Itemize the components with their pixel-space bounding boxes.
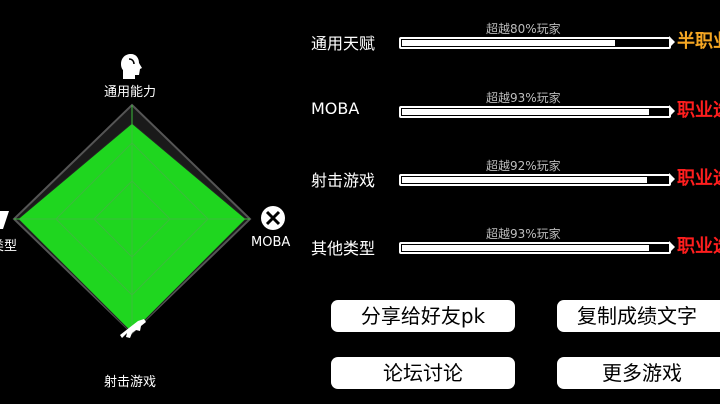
arrow-right-icon	[669, 173, 675, 185]
share-with-friends-button[interactable]: 分享给好友pk	[331, 300, 515, 332]
progress-bar	[399, 37, 671, 49]
progress-bar	[399, 106, 671, 118]
radar-label-left: 其他类型	[0, 239, 18, 254]
stat-level: 职业选	[677, 168, 720, 189]
radar-label-bottom: 射击游戏	[104, 375, 157, 390]
progress-fill	[402, 177, 647, 183]
stat-label: 其他类型	[311, 239, 376, 258]
stat-level: 半职业	[677, 31, 720, 52]
stat-row-moba: MOBA 超越93%玩家 职业选	[310, 89, 720, 129]
gun-icon	[120, 319, 146, 338]
other-games-icon	[0, 211, 9, 229]
stat-level: 职业选	[677, 236, 720, 257]
stat-label: MOBA	[311, 99, 360, 118]
stat-label: 射击游戏	[311, 171, 376, 190]
arrow-right-icon	[669, 36, 675, 48]
arrow-right-icon	[669, 105, 675, 117]
radar-chart	[12, 103, 252, 335]
progress-bar	[399, 174, 671, 186]
more-games-button[interactable]: 更多游戏	[557, 357, 720, 389]
stat-level: 职业选	[677, 100, 720, 121]
arrow-right-icon	[669, 241, 675, 253]
moba-icon	[261, 206, 285, 230]
progress-fill	[402, 245, 650, 251]
stat-percentile: 超越93%玩家	[486, 227, 561, 241]
stat-percentile: 超越92%玩家	[486, 159, 561, 173]
stat-percentile: 超越80%玩家	[486, 22, 561, 36]
radar-label-right: MOBA	[251, 235, 291, 250]
stat-row-shooter: 射击游戏 超越92%玩家 职业选	[310, 157, 720, 197]
head-icon	[121, 54, 142, 79]
forum-discussion-button[interactable]: 论坛讨论	[331, 357, 515, 389]
stat-row-general: 通用天赋 超越80%玩家 半职业	[310, 20, 720, 60]
progress-fill	[402, 109, 650, 115]
stat-label: 通用天赋	[311, 34, 376, 53]
radar-label-top: 通用能力	[104, 85, 157, 100]
stat-percentile: 超越93%玩家	[486, 91, 561, 105]
progress-fill	[402, 40, 615, 46]
copy-results-button[interactable]: 复制成绩文字	[557, 300, 720, 332]
progress-bar	[399, 242, 671, 254]
stat-row-other: 其他类型 超越93%玩家 职业选	[310, 225, 720, 265]
